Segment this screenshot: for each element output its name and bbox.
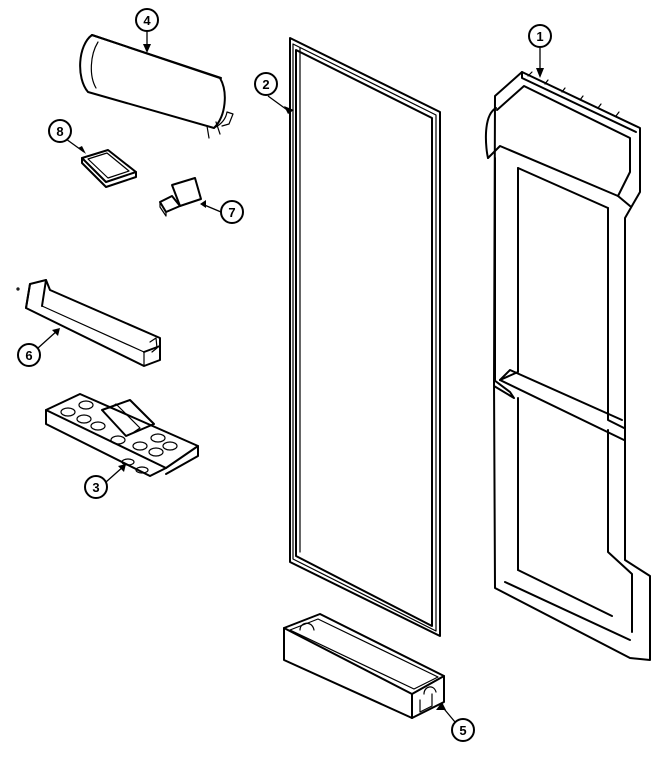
part-clip bbox=[159, 177, 202, 217]
part-door-shelf-bar bbox=[16, 279, 161, 367]
callout-4: 4 bbox=[135, 8, 159, 53]
callout-1: 1 bbox=[528, 24, 552, 78]
callout-2: 2 bbox=[254, 72, 294, 114]
callout-5: 5 bbox=[436, 702, 475, 742]
callout-3: 3 bbox=[84, 464, 126, 499]
part-door-bin bbox=[283, 613, 445, 719]
part-door-liner bbox=[484, 71, 651, 661]
callout-6: 6 bbox=[17, 328, 60, 367]
callout-7-label: 7 bbox=[228, 205, 235, 220]
callout-2-label: 2 bbox=[262, 77, 269, 92]
callout-7: 7 bbox=[200, 200, 244, 224]
part-egg-tray bbox=[45, 393, 199, 477]
callout-6-label: 6 bbox=[25, 348, 32, 363]
part-dairy-door-cover bbox=[79, 34, 234, 139]
callout-4-label: 4 bbox=[143, 13, 151, 28]
callout-8: 8 bbox=[48, 119, 86, 154]
part-small-tray bbox=[81, 149, 137, 188]
callout-8-label: 8 bbox=[56, 124, 63, 139]
callout-3-label: 3 bbox=[92, 480, 99, 495]
part-door-gasket bbox=[289, 37, 441, 637]
callout-5-label: 5 bbox=[459, 723, 466, 738]
callout-1-label: 1 bbox=[536, 29, 543, 44]
